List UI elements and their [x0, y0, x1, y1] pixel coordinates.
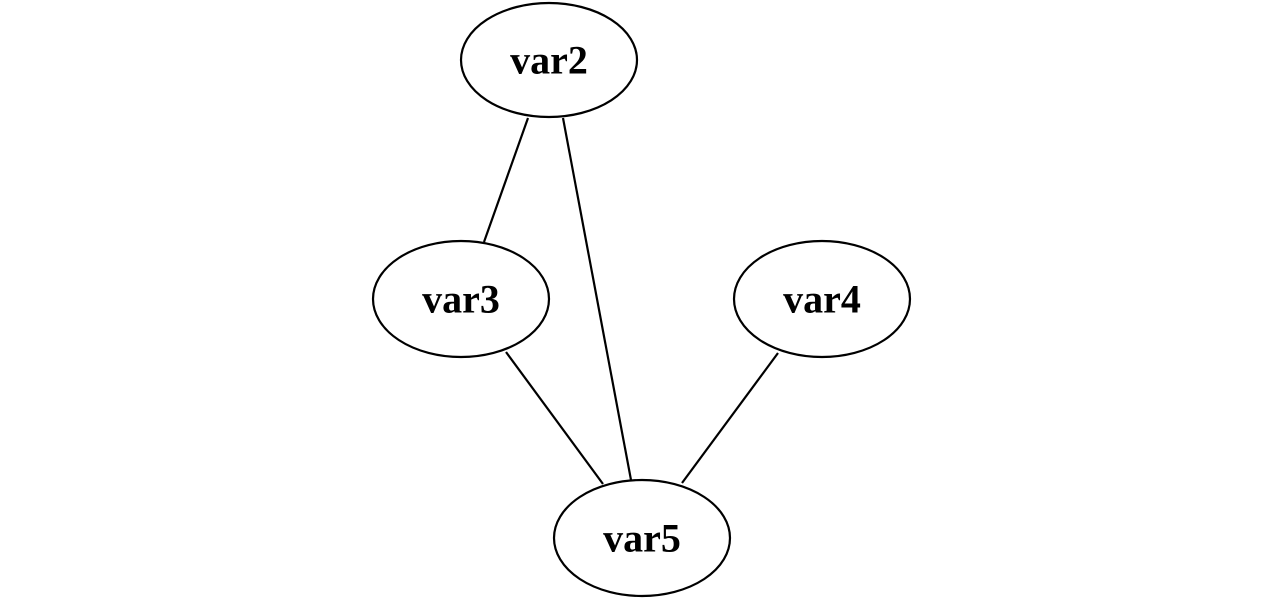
node-var3: var3 [371, 239, 551, 359]
edge-var2-var5 [561, 117, 633, 481]
nodes-layer: var2 var3 var4 var5 [371, 1, 912, 598]
edge-var3-var5 [505, 351, 604, 485]
node-var5: var5 [552, 478, 732, 598]
node-var2-label: var2 [510, 38, 588, 83]
edge-var4-var5 [681, 352, 779, 484]
node-var4: var4 [732, 239, 912, 359]
node-var3-label: var3 [422, 277, 500, 322]
node-var5-ellipse [552, 478, 732, 598]
node-var2: var2 [459, 1, 639, 119]
node-var4-ellipse [732, 239, 912, 359]
node-var4-label: var4 [783, 277, 861, 322]
node-var3-ellipse [371, 239, 551, 359]
node-var5-label: var5 [603, 516, 681, 561]
edge-var2-var3 [482, 117, 530, 243]
edges-layer [482, 117, 779, 485]
node-var2-ellipse [459, 1, 639, 119]
